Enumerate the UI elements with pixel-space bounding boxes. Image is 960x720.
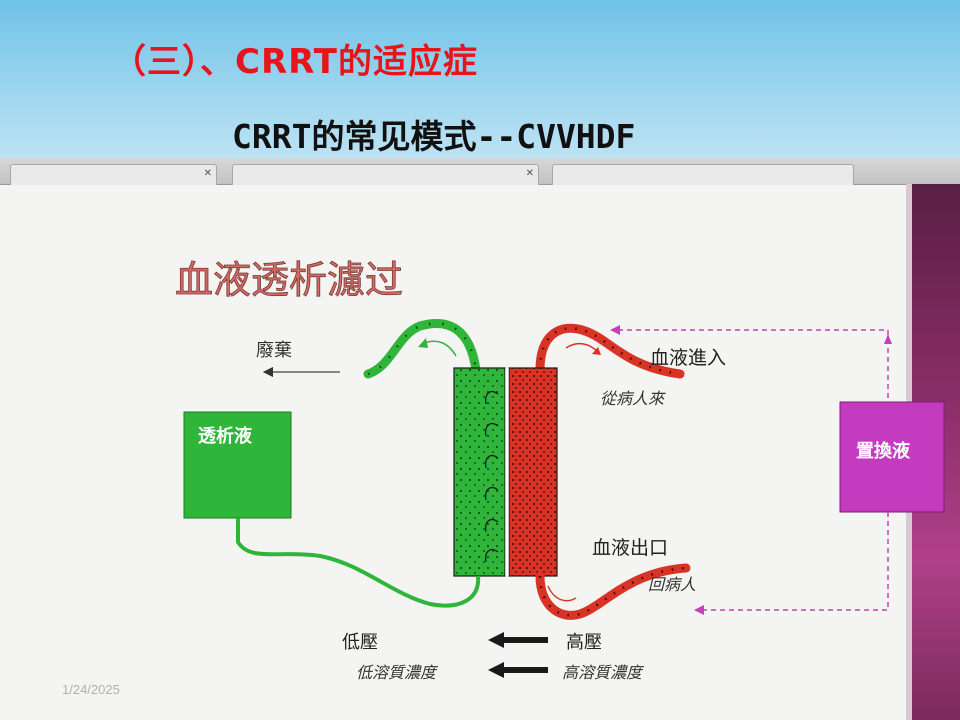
close-icon: ✕ [203,168,212,179]
blood-outflow-tube [535,563,691,620]
replacement-fluid-label: 置換液 [856,440,911,462]
blood-in-label: 血液進入 [650,347,726,369]
waste-label: 廢棄 [256,340,292,361]
concentration-arrow-icon [488,662,548,678]
dialysate-box [183,411,292,519]
dialyzer-dialysate-dots [454,368,505,576]
hemodiafiltration-diagram: 血液透析濾过 廢棄 透析液 [175,258,945,682]
replacement-fluid-arrowhead-icon [694,605,704,615]
blood-inflow-arrow-icon [565,342,599,353]
blood-out-label: 血液出口 [592,537,668,559]
replacement-fluid-line [618,329,889,611]
browser-tab: ✕ [10,164,217,185]
replacement-fluid-arrowhead-icon [610,325,620,335]
slide-title: （三）、CRRT的适应症 [112,42,478,82]
waste-tube [363,318,481,379]
blood-inflow-arrowhead-icon [592,347,601,355]
dialysate-supply-line [236,518,481,608]
blood-outflow-arrow-icon [547,585,577,602]
dialysate-label: 透析液 [198,425,253,447]
waste-flow-arrowhead-icon [418,338,428,348]
blood-inflow-tube-dots [538,327,681,376]
slide-header: （三）、CRRT的适应症 CRRT的常见模式--CVVHDF [0,0,960,172]
slide-date: 1/24/2025 [62,682,120,697]
slide-subtitle: CRRT的常见模式--CVVHDF [232,117,636,156]
browser-tab: ✕ [232,164,539,185]
low-pressure-label: 低壓 [342,632,378,653]
replacement-fluid-arrowhead-icon [884,334,892,344]
close-icon: ✕ [525,168,534,179]
browser-tab-strip: ✕ ✕ [0,158,960,185]
blood-in-sublabel: 從病人來 [600,389,666,408]
diagram-heading: 血液透析濾过 [175,258,403,302]
pressure-arrow-icon [488,632,548,648]
high-concentration-label: 高溶質濃度 [562,663,645,682]
replacement-fluid-box [839,401,945,513]
high-pressure-label: 高壓 [566,632,602,653]
membrane-transfer-arrows-icon [485,391,499,563]
low-concentration-label: 低溶質濃度 [356,663,439,682]
blood-out-sublabel: 回病人 [648,575,696,594]
photo-of-screen: ✕ ✕ 血液透析濾过 廢棄 [0,158,960,720]
browser-tab [552,164,854,185]
dialyzer-blood-dots [509,368,557,576]
